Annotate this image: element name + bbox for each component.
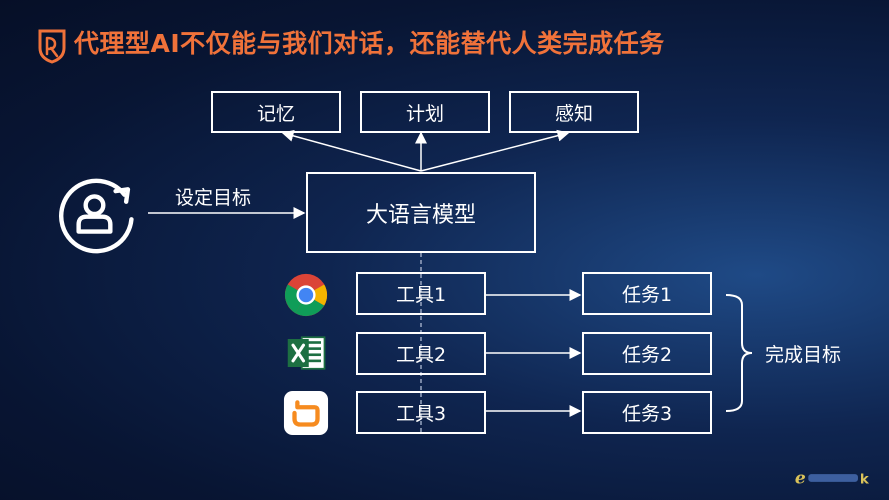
- slide-title: 代理型AI不仅能与我们对话，还能替代人类完成任务: [74, 29, 665, 58]
- tool-2-box: 工具2: [356, 332, 486, 375]
- task-2-label: 任务2: [621, 344, 673, 366]
- svg-text:k: k: [860, 473, 870, 488]
- arrow-to-memory: [281, 130, 422, 172]
- llm-label: 大语言模型: [365, 202, 476, 228]
- task-2-box: 任务2: [582, 332, 712, 375]
- chrome-icon: [284, 273, 328, 317]
- tool-1-box: 工具1: [356, 272, 486, 315]
- svg-text:e: e: [795, 469, 806, 489]
- excel-icon: [287, 336, 326, 370]
- task-1-box: 任务1: [582, 272, 712, 315]
- complete-goal-label: 完成目标: [765, 344, 842, 366]
- set-goal-label: 设定目标: [175, 187, 252, 209]
- watermark-logo-icon: e k: [795, 469, 870, 489]
- arrow-to-perception: [420, 129, 570, 172]
- shield-logo-icon: [38, 29, 66, 64]
- tool-2-label: 工具2: [395, 344, 447, 366]
- task-3-label: 任务3: [621, 403, 673, 425]
- llm-box: 大语言模型: [306, 172, 536, 253]
- tool-3-box: 工具3: [356, 391, 486, 434]
- tool-3-label: 工具3: [395, 403, 447, 425]
- plan-label: 计划: [405, 102, 444, 125]
- task-1-label: 任务1: [621, 284, 673, 306]
- perception-box: 感知: [509, 91, 639, 133]
- memory-box: 记忆: [211, 91, 341, 133]
- memory-label: 记忆: [256, 102, 295, 125]
- plan-box: 计划: [360, 91, 490, 133]
- right-bracket: [725, 294, 753, 412]
- tool-1-label: 工具1: [395, 284, 447, 306]
- user-refresh-icon: [59, 178, 134, 254]
- perception-label: 感知: [554, 102, 593, 125]
- didi-icon: [283, 390, 329, 436]
- task-3-box: 任务3: [582, 391, 712, 434]
